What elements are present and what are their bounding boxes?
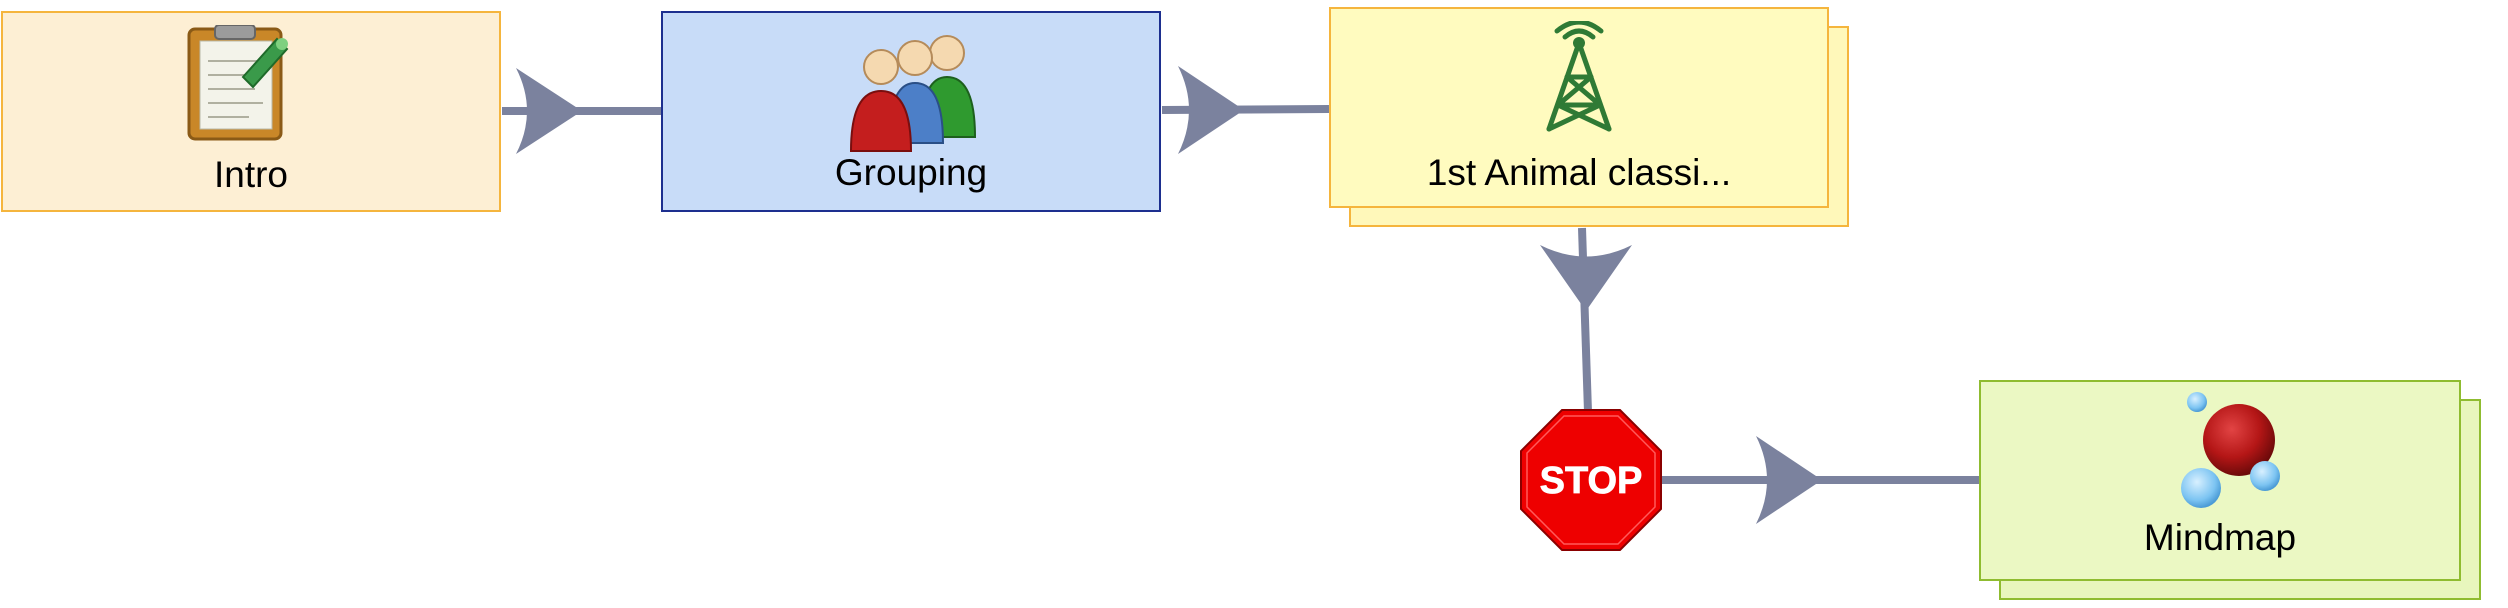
bubbles-icon xyxy=(2181,392,2280,508)
user-group-icon xyxy=(849,35,977,152)
stop-sign-icon[interactable]: STOP xyxy=(1520,409,1662,551)
activity-node-grouping[interactable]: Grouping xyxy=(661,11,1161,212)
clipboard-icon xyxy=(187,25,289,141)
connector-grouping-classify xyxy=(1161,105,1330,114)
arrowhead-classify-stop xyxy=(1540,245,1632,311)
arrowhead-grouping-classify xyxy=(1178,66,1244,154)
activity-node-intro[interactable]: Intro xyxy=(1,11,501,212)
node-label: Mindmap xyxy=(2143,517,2297,558)
node-label: 1st Animal classi... xyxy=(1426,152,1732,193)
arrowhead-intro-grouping xyxy=(516,68,582,154)
node-label: Intro xyxy=(213,154,289,195)
arrowhead-stop-mindmap xyxy=(1756,436,1822,524)
connector-classify-stop xyxy=(1578,227,1592,413)
node-label: Grouping xyxy=(834,152,988,193)
activity-node-mindmap[interactable]: Mindmap xyxy=(1979,380,2461,581)
antenna-tower-icon xyxy=(1546,21,1612,132)
stop-label: STOP xyxy=(1540,460,1643,502)
activity-node-classify[interactable]: 1st Animal classi... xyxy=(1329,7,1829,208)
